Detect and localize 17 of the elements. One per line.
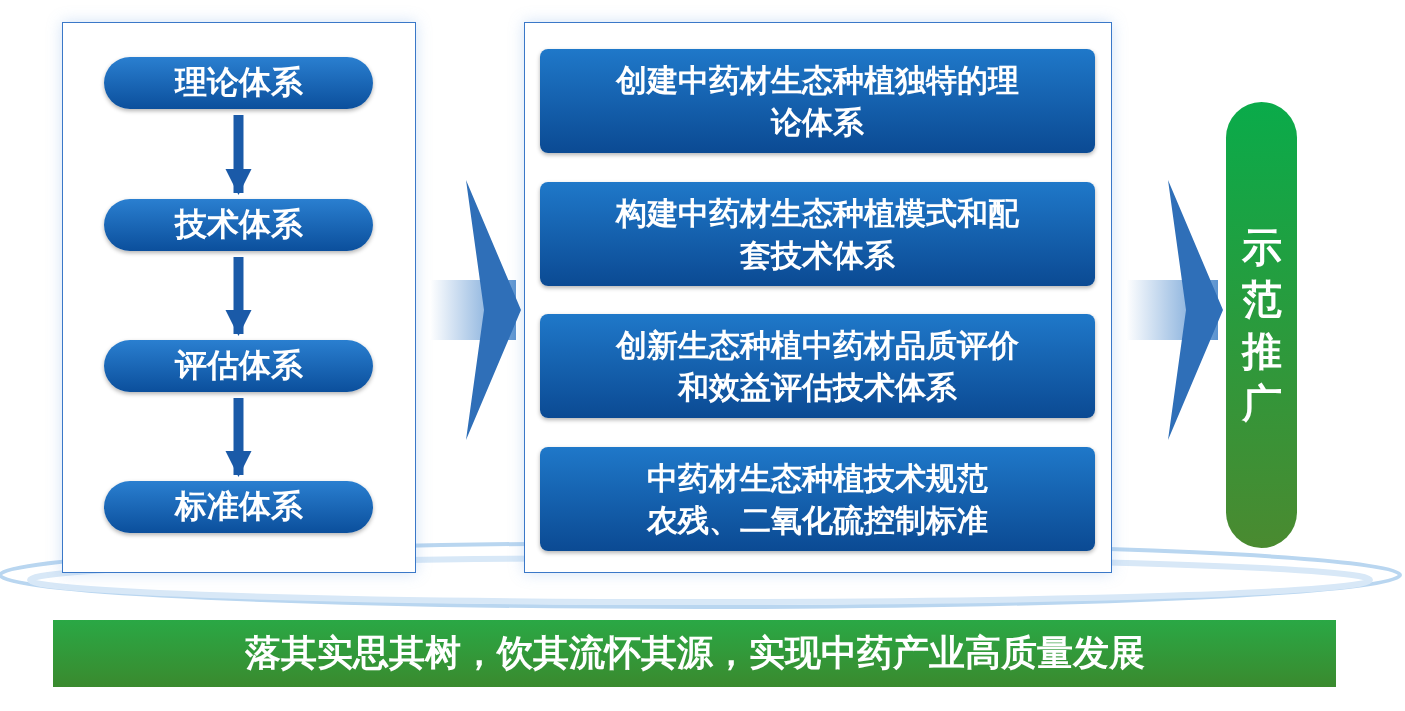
arrow (1126, 180, 1223, 440)
system-pill: 标准体系 (104, 481, 373, 533)
content-box: 创新生态种植中药材品质评价和效益评估技术体系 (540, 314, 1095, 418)
content-box: 创建中药材生态种植独特的理论体系 (540, 49, 1095, 153)
panel-box (62, 22, 416, 573)
arrow (430, 180, 521, 440)
arrow (225, 398, 252, 477)
system-pill: 理论体系 (104, 57, 373, 109)
content-box: 中药材生态种植技术规范农残、二氧化硫控制标准 (540, 447, 1095, 551)
arrow (225, 115, 252, 195)
arrow (225, 257, 252, 336)
slogan-banner: 落其实思其树，饮其流怀其源，实现中药产业高质量发展 (53, 620, 1336, 687)
system-pill: 技术体系 (104, 199, 373, 251)
panel-box (524, 22, 1112, 573)
system-pill: 评估体系 (104, 340, 373, 392)
promotion-pill: 示范推广 (1226, 102, 1297, 548)
content-box: 构建中药材生态种植模式和配套技术体系 (540, 182, 1095, 286)
